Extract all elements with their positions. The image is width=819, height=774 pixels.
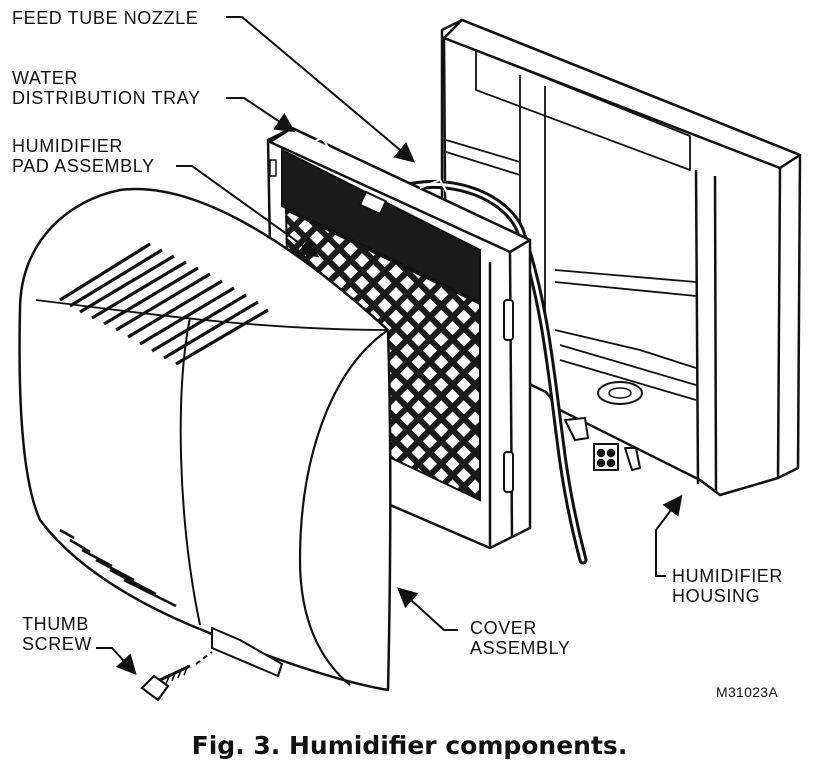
cover-bottom-vent (59, 528, 177, 608)
leader-water-tray (226, 97, 296, 133)
label-cover-line1: COVER (470, 618, 538, 638)
label-pad-line1: HUMIDIFIER (12, 136, 123, 156)
thumb-screw (140, 651, 213, 702)
figure-code: M31023A (716, 684, 779, 700)
label-cover-assembly: COVER ASSEMBLY (470, 618, 571, 658)
cover-top-vent (59, 242, 269, 366)
label-thumb-line2: SCREW (22, 634, 92, 654)
leader-housing (655, 494, 683, 577)
humidifier-exploded-diagram (18, 16, 802, 702)
label-water-tray-line1: WATER (12, 68, 78, 88)
label-humidifier-housing: HUMIDIFIER HOUSING (672, 566, 783, 606)
label-housing-line2: HOUSING (672, 586, 761, 606)
label-water-distribution-tray: WATER DISTRIBUTION TRAY (12, 68, 201, 108)
leader-cover (397, 587, 458, 631)
leader-pad-assembly (176, 165, 320, 258)
label-thumb-line1: THUMB (22, 614, 89, 634)
leader-lines (96, 16, 683, 675)
label-pad-line2: PAD ASSEMBLY (12, 156, 155, 176)
humidifier-housing (440, 18, 802, 497)
label-water-tray-line2: DISTRIBUTION TRAY (12, 88, 201, 108)
leader-thumb-screw (96, 647, 137, 675)
label-thumb-screw: THUMB SCREW (22, 614, 92, 654)
label-humidifier-pad-assembly: HUMIDIFIER PAD ASSEMBLY (12, 136, 155, 176)
label-feed-tube-nozzle: FEED TUBE NOZZLE (12, 8, 199, 28)
water-distribution-tray (281, 136, 481, 304)
label-housing-line1: HUMIDIFIER (672, 566, 783, 586)
leader-feed-tube-nozzle (226, 16, 416, 163)
label-cover-line2: ASSEMBLY (470, 638, 571, 658)
figure-caption: Fig. 3. Humidifier components. (191, 731, 628, 760)
